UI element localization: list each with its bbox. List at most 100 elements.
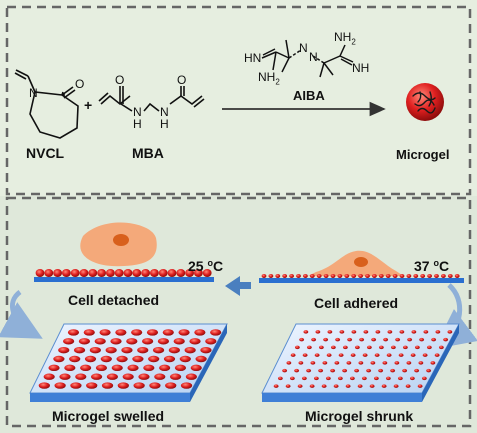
- plate-shrunk-microgel: [434, 353, 440, 357]
- label-cell-adhered: Cell adhered: [314, 295, 399, 311]
- aiba-nh-right: NH: [352, 61, 370, 75]
- plate-swelled-microgel: [69, 355, 81, 363]
- plate-shrunk-microgel: [309, 384, 315, 388]
- plate-shrunk-microgel: [395, 337, 401, 342]
- plate-shrunk-microgel: [290, 353, 296, 357]
- swelled-microgel: [114, 269, 124, 277]
- plate-shrunk-microgel: [426, 345, 432, 350]
- plate-shrunk-microgel: [422, 353, 428, 357]
- plate-shrunk-microgel: [339, 330, 345, 334]
- aiba-hn-left: HN: [244, 51, 262, 65]
- plate-swelled-microgel: [117, 382, 129, 389]
- plate-shrunk-microgel: [282, 368, 288, 373]
- surface-shrunk-plate: [259, 278, 464, 283]
- plate-shrunk-microgel: [318, 345, 324, 350]
- aiba-nh2-left: NH2: [258, 70, 280, 87]
- plate-shrunk-microgel: [398, 353, 404, 357]
- plate-shrunk-microgel: [417, 384, 423, 388]
- mba-n-atom-right: N: [160, 105, 169, 119]
- shrunk-microgel: [447, 274, 453, 278]
- plate-shrunk-microgel: [409, 376, 415, 381]
- mba-o-atom-right: O: [177, 73, 187, 87]
- plate-swelled-microgel: [126, 338, 138, 345]
- plate-swelled-microgel: [195, 355, 207, 363]
- plate-shrunk-microgel: [361, 376, 367, 381]
- plate-shrunk-microgel: [337, 376, 343, 381]
- plate-shrunk-microgel: [315, 330, 321, 334]
- label-microgel: Microgel: [396, 147, 450, 162]
- plate-shrunk-microgel: [333, 384, 339, 388]
- shrunk-microgel: [413, 274, 419, 278]
- plate-swelled-microgel: [163, 355, 176, 363]
- swelled-microgel: [88, 269, 98, 277]
- plate-shrunk-microgel: [294, 368, 300, 373]
- plate-swelled-microgel: [78, 338, 91, 345]
- surface-swelled-gels: [35, 269, 212, 277]
- swelled-microgel: [167, 269, 177, 277]
- shrunk-microgel: [420, 274, 426, 278]
- plate-shrunk-microgel: [286, 361, 292, 365]
- plate-shrunk-microgel: [301, 376, 307, 381]
- nvcl-n-atom: N: [29, 86, 38, 100]
- plate-shrunk-microgel: [447, 330, 453, 334]
- plate-swelled-microgel: [174, 364, 187, 372]
- plate-shrunk-microgel: [354, 368, 360, 373]
- plate-swelled-microgel: [157, 338, 170, 345]
- swelled-microgel: [53, 269, 62, 277]
- plate-shrunk-microgel: [321, 384, 327, 388]
- plate-shrunk-microgel: [366, 345, 372, 350]
- shrunk-microgel: [303, 274, 308, 278]
- plate-shrunk-microgel: [431, 337, 437, 342]
- mba-h-atom-left: H: [133, 117, 142, 131]
- shrunk-microgel: [399, 274, 405, 278]
- plate-shrunk-microgel: [414, 368, 420, 373]
- plate-shrunk-microgel: [421, 376, 427, 381]
- surface-shrunk-gels: [261, 274, 460, 278]
- plate-shrunk-microgel: [366, 368, 372, 373]
- swelled-microgel: [44, 269, 54, 277]
- swelled-microgel: [132, 269, 142, 277]
- plate-swelled-microgel: [101, 382, 114, 389]
- plate-swelled-microgel: [131, 329, 143, 336]
- plate-swelled-microgel: [38, 382, 50, 389]
- plate-swelled-microgel: [54, 382, 66, 389]
- shrunk-microgel: [441, 274, 446, 278]
- shrunk-microgel: [385, 274, 391, 278]
- plate-shrunk-microgel: [306, 345, 312, 350]
- cell-detached-nucleus: [113, 234, 129, 246]
- plate-shrunk-microgel: [394, 361, 400, 365]
- swelled-microgel: [106, 269, 115, 277]
- plate-swelled-microgel: [64, 364, 76, 372]
- plate-shrunk-microgel: [378, 345, 384, 350]
- label-nvcl: NVCL: [26, 145, 65, 161]
- plate-shrunk-microgel: [330, 345, 336, 350]
- plate-swelled-microgel: [59, 373, 71, 380]
- plate-shrunk-microgel: [306, 368, 312, 373]
- plate-swelled-microgel: [48, 364, 60, 372]
- shrunk-microgel: [309, 274, 315, 278]
- plus-sign: +: [84, 97, 93, 113]
- plate-shrunk-microgel: [414, 345, 420, 350]
- plate-swelled-microgel: [143, 364, 155, 372]
- plate-shrunk-microgel: [289, 376, 295, 381]
- shrunk-microgel: [282, 274, 288, 278]
- plate-shrunk-microgel: [358, 361, 364, 365]
- plate-shrunk-microgel: [370, 361, 376, 365]
- swelled-microgel: [97, 269, 106, 277]
- shrunk-microgel: [351, 274, 357, 278]
- plate-shrunk-microgel: [411, 330, 417, 334]
- top-panel-frame: [5, 5, 472, 196]
- top-panel-bg: [0, 0, 477, 196]
- plate-shrunk-microgel: [359, 337, 365, 342]
- plate-shrunk-microgel: [410, 353, 416, 357]
- plate-shrunk-microgel: [426, 368, 432, 373]
- plate-shrunk-microgel: [327, 330, 333, 334]
- plate-shrunk-microgel: [407, 337, 413, 342]
- plate-swelled-microgel: [53, 355, 65, 363]
- plate-swelled-microgel: [115, 329, 127, 336]
- nvcl-o-atom: O: [75, 77, 85, 91]
- plate-shrunk-microgel: [373, 376, 379, 381]
- plate-shrunk-microgel: [357, 384, 363, 388]
- plate-swelled-microgel: [73, 346, 86, 354]
- plate-swelled-microgel: [142, 338, 154, 345]
